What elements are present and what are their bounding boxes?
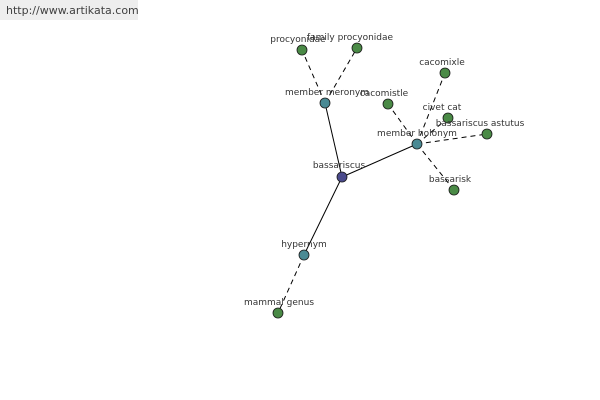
- node-procyonidae[interactable]: procyonidae: [270, 35, 326, 56]
- node-bassariscus[interactable]: bassariscus: [313, 161, 366, 183]
- node-circle-mammal-genus[interactable]: [272, 307, 284, 319]
- node-cacomixle[interactable]: cacomixle: [419, 58, 465, 79]
- edge-hypernym-to-mammal-genus: [277, 254, 305, 314]
- edge-bassariscus-to-member-meronym: [324, 102, 343, 178]
- edge-member-holonym-to-civet-cat: [416, 117, 449, 145]
- node-circle-cacomistle[interactable]: [382, 98, 394, 110]
- source-url[interactable]: http://www.artikata.com: [0, 0, 139, 20]
- node-bassariscus-astutus[interactable]: bassariscus astutus: [436, 119, 525, 140]
- node-label-procyonidae: procyonidae: [270, 35, 326, 45]
- node-bassarisk[interactable]: bassarisk: [429, 175, 472, 196]
- node-circle-bassariscus-astutus[interactable]: [481, 128, 493, 140]
- node-circle-family-procyonidae[interactable]: [351, 42, 363, 54]
- node-civet-cat[interactable]: civet cat: [423, 103, 462, 124]
- node-member-meronym[interactable]: member meronym: [285, 88, 369, 109]
- node-circle-bassarisk[interactable]: [448, 184, 460, 196]
- node-family-procyonidae[interactable]: family procyonidae: [307, 33, 394, 54]
- node-label-bassariscus: bassariscus: [313, 161, 366, 171]
- node-label-mammal-genus: mammal genus: [244, 298, 314, 308]
- node-circle-hypernym[interactable]: [298, 249, 310, 261]
- node-label-cacomixle: cacomixle: [419, 58, 465, 68]
- node-label-bassariscus-astutus: bassariscus astutus: [436, 119, 525, 129]
- node-label-member-meronym: member meronym: [285, 88, 369, 98]
- node-cacomistle[interactable]: cacomistle: [360, 89, 409, 110]
- node-circle-civet-cat[interactable]: [442, 112, 454, 124]
- node-circle-bassariscus[interactable]: [336, 171, 348, 183]
- edge-member-holonym-to-cacomixle: [416, 72, 446, 145]
- node-label-hypernym: hypernym: [281, 240, 327, 250]
- node-label-family-procyonidae: family procyonidae: [307, 33, 394, 43]
- node-member-holonym[interactable]: member holonym: [377, 129, 457, 150]
- node-label-civet-cat: civet cat: [423, 103, 462, 113]
- node-circle-cacomixle[interactable]: [439, 67, 451, 79]
- node-mammal-genus[interactable]: mammal genus: [244, 298, 314, 319]
- node-circle-procyonidae[interactable]: [296, 44, 308, 56]
- edge-member-meronym-to-procyonidae: [301, 49, 326, 104]
- edge-member-holonym-to-bassarisk: [416, 143, 455, 191]
- edge-bassariscus-to-member-holonym: [341, 143, 418, 178]
- edges-layer: [277, 47, 488, 314]
- edge-bassariscus-to-hypernym: [303, 176, 343, 256]
- node-label-member-holonym: member holonym: [377, 129, 457, 139]
- node-label-cacomistle: cacomistle: [360, 89, 409, 99]
- node-circle-member-holonym[interactable]: [411, 138, 423, 150]
- node-hypernym[interactable]: hypernym: [281, 240, 327, 261]
- nodes-layer: bassariscus member meronym member holonym h…: [244, 33, 525, 319]
- edge-member-holonym-to-bassariscus-astutus: [416, 133, 488, 145]
- node-circle-member-meronym[interactable]: [319, 97, 331, 109]
- node-label-bassarisk: bassarisk: [429, 175, 472, 185]
- edge-member-meronym-to-family-procyonidae: [324, 47, 358, 104]
